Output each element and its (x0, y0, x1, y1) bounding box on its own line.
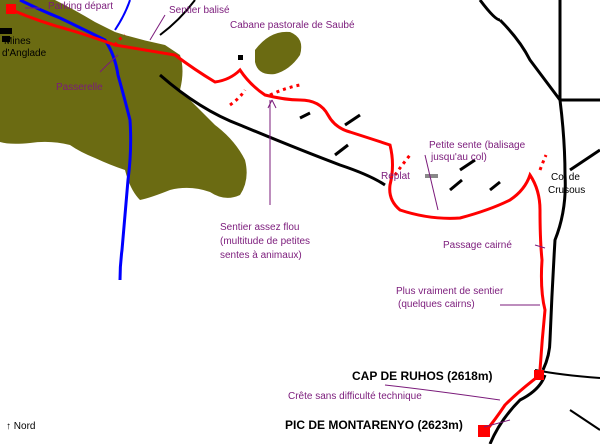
label-mines-1: Mines (4, 36, 31, 47)
trail-main (11, 8, 547, 371)
river (19, 0, 133, 281)
parking-marker (6, 4, 16, 14)
label-cap-ruhos: CAP DE RUHOS (2618m) (352, 369, 493, 383)
label-col-2: Crusous (548, 185, 586, 196)
label-crete: Crête sans difficulté technique (288, 391, 422, 402)
label-sentier-flou-3: sentes à animaux) (220, 250, 302, 261)
trail-summit-link (483, 373, 541, 433)
mines-icon-2 (0, 28, 12, 34)
label-nord: Nord (13, 421, 36, 432)
hut-marker (238, 55, 243, 60)
label-petite-sente-2: jusqu'au col) (431, 152, 487, 163)
river-branch (114, 0, 131, 31)
label-passage-cairne: Passage cairné (443, 240, 512, 251)
label-parking: Parking départ (48, 1, 114, 12)
label-sentier-balise: Sentier balisé (169, 5, 230, 16)
summit-marker-ruhos (534, 370, 544, 380)
up-arrow-icon: ↑ (6, 421, 11, 432)
label-mines-2: d'Anglade (2, 48, 47, 59)
label-replat: Replat (381, 171, 410, 182)
dotted-trails (113, 33, 548, 176)
terrain-area-east (255, 31, 302, 75)
mines-icon (2, 36, 10, 42)
leader-lines (25, 7, 546, 428)
label-plus-vraiment-2: (quelques cairns) (398, 299, 475, 310)
label-petite-sente-1: Petite sente (balisage (429, 140, 526, 151)
north-indicator: ↑ Nord (6, 421, 35, 433)
label-passerelle: Passerelle (56, 82, 103, 93)
label-cabane: Cabane pastorale de Saubé (230, 20, 355, 31)
label-sentier-flou-1: Sentier assez flou (220, 222, 300, 233)
roads (159, 0, 600, 444)
label-col-1: Col de (551, 172, 580, 183)
label-plus-vraiment-1: Plus vraiment de sentier (396, 286, 504, 297)
summit-marker-montarenyo (478, 425, 490, 437)
label-pic-montarenyo: PIC DE MONTARENYO (2623m) (285, 418, 463, 432)
label-sentier-flou-2: (multitude de petites (220, 236, 311, 247)
